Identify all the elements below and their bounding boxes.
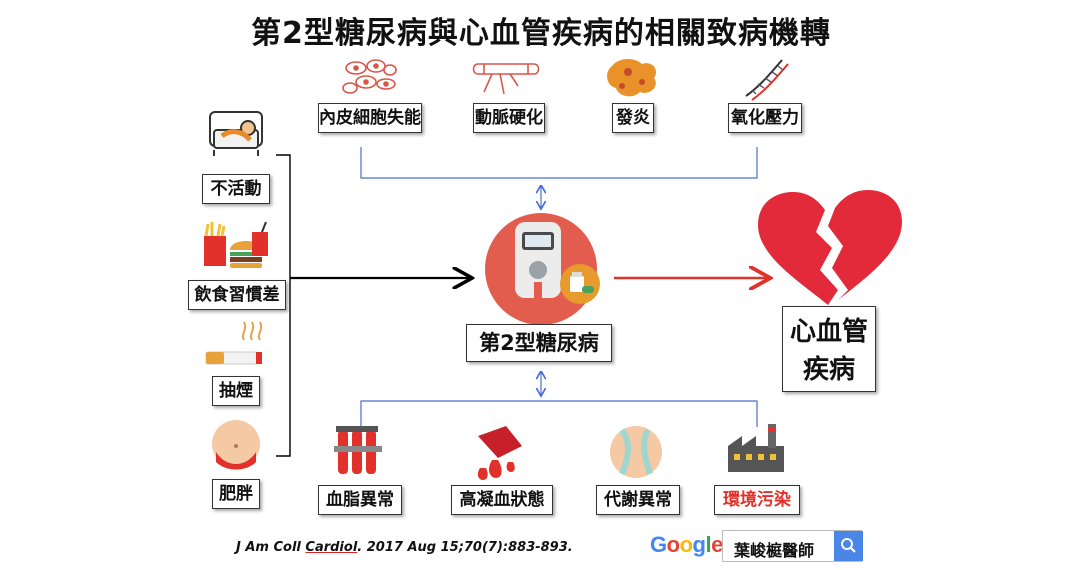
fast-food-icon (204, 221, 268, 268)
cigarette-icon (205, 321, 263, 365)
glucometer-icon (485, 213, 600, 325)
outcome-label: 心血管 疾病 (782, 306, 876, 392)
google-letter: l (705, 532, 712, 557)
top-connector (360, 147, 758, 208)
metabolism-icon (610, 426, 662, 478)
google-logo: Google (650, 532, 723, 558)
risk-bracket (276, 154, 470, 457)
mechanism-oxidative-stress: 氧化壓力 (728, 103, 802, 133)
blood-tubes-icon (334, 426, 382, 474)
page-title: 第2型糖尿病與心血管疾病的相關致病機轉 (251, 16, 831, 51)
inflammation-icon (607, 59, 657, 97)
mechanism-atherosclerosis: 動脈硬化 (473, 103, 545, 133)
citation: J Am Coll Cardiol. 2017 Aug 15;70(7):883… (236, 540, 573, 555)
mechanism-endothelial-dysfunction: 內皮細胞失能 (318, 103, 422, 133)
citation-journal-underlined: Cardiol (305, 540, 358, 555)
risk-factor-smoking: 抽煙 (212, 376, 260, 406)
factory-icon (728, 424, 784, 472)
search-button[interactable] (834, 531, 863, 561)
broken-heart-icon (758, 190, 902, 305)
outcome-line-2: 疾病 (802, 355, 855, 385)
artery-icon (472, 63, 540, 95)
comorbidity-environmental-pollution: 環境污染 (714, 485, 800, 515)
google-brand-text: Google (650, 532, 723, 557)
risk-factor-poor-diet: 飲食習慣差 (188, 280, 286, 310)
risk-factor-obesity: 肥胖 (212, 479, 260, 509)
mechanism-inflammation: 發炎 (612, 103, 654, 133)
search-query-text: 葉峻榳醫師 (734, 541, 815, 560)
bottom-connector (360, 372, 758, 427)
search-icon (841, 538, 856, 553)
google-letter: G (650, 532, 667, 557)
citation-journal: J Am Coll (236, 540, 306, 555)
comorbidity-hypercoagulability: 高凝血狀態 (451, 485, 553, 515)
citation-details: . 2017 Aug 15;70(7):883-893. (357, 540, 573, 555)
center-disease-label: 第2型糖尿病 (466, 324, 612, 362)
outcome-line-1: 心血管 (789, 317, 868, 347)
google-letter: e (711, 532, 723, 557)
blood-clot-icon (477, 426, 522, 480)
google-letter: g (692, 532, 706, 557)
obese-belly-icon (212, 420, 260, 470)
comorbidity-metabolic-abnormality: 代謝異常 (596, 485, 680, 515)
comorbidity-dyslipidemia: 血脂異常 (318, 485, 402, 515)
risk-factor-inactivity: 不活動 (202, 174, 270, 204)
couch-potato-icon (209, 111, 263, 156)
dna-icon (745, 59, 789, 101)
endothelial-cells-icon (342, 59, 397, 94)
google-letter: o (679, 532, 693, 557)
google-letter: o (666, 532, 680, 557)
